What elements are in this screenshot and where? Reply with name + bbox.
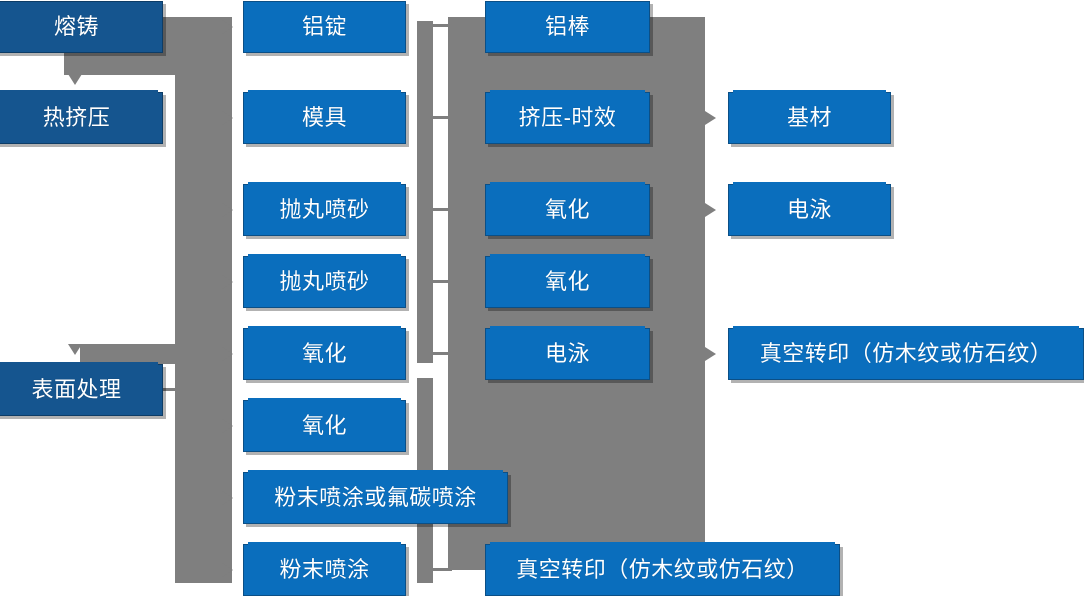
connector-line-surface-treatment — [163, 388, 185, 391]
arrow-right-to-c2-5 — [222, 347, 233, 361]
process-box-shot-blasting-2[interactable]: 抛丸喷砂 — [243, 254, 406, 308]
result-box-base-material[interactable]: 基材 — [728, 90, 891, 144]
arrow-right-to-c2-2 — [222, 111, 233, 125]
stage-label: 表面处理 — [31, 377, 122, 402]
connector-line-mid-5 — [430, 352, 452, 355]
arrow-right-to-c4-2 — [705, 203, 716, 217]
arrow-right-to-c2-8 — [222, 563, 233, 577]
arrow-right-to-c4-1 — [705, 111, 716, 125]
stage-box-hot-extrusion[interactable]: 热挤压 — [0, 90, 163, 144]
arrow-right-to-c2-7 — [222, 491, 233, 505]
arrow-right-to-c2-4 — [222, 275, 233, 289]
arrow-right-to-c2-1 — [222, 20, 233, 34]
arrow-right-to-c4-3 — [705, 347, 716, 361]
arrow-right-to-c2-6 — [222, 419, 233, 433]
process-label: 抛丸喷砂 — [279, 197, 370, 222]
stage-label: 热挤压 — [42, 105, 111, 130]
process-label: 挤压-时效 — [518, 105, 617, 130]
process-label: 氧化 — [544, 269, 590, 294]
process-box-extrusion-aging[interactable]: 挤压-时效 — [485, 90, 650, 144]
process-label: 模具 — [301, 105, 347, 130]
process-label: 真空转印（仿木纹或仿石纹） — [516, 557, 809, 582]
process-label: 铝锭 — [301, 14, 347, 39]
result-label: 真空转印（仿木纹或仿石纹） — [759, 341, 1053, 366]
stage-box-surface-treatment[interactable]: 表面处理 — [0, 362, 163, 416]
process-box-oxidation-c3-1[interactable]: 氧化 — [485, 182, 650, 236]
process-box-oxidation-c2-2[interactable]: 氧化 — [243, 398, 406, 452]
connector-line-mid-4 — [430, 280, 452, 283]
connector-bar-left-stub-mid — [80, 344, 180, 364]
stage-box-melting-casting[interactable]: 熔铸 — [0, 1, 163, 53]
process-box-electrophoresis-c3[interactable]: 电泳 — [485, 326, 650, 380]
process-box-shot-blasting-1[interactable]: 抛丸喷砂 — [243, 182, 406, 236]
process-label: 氧化 — [301, 413, 347, 438]
connector-line-mid-1 — [430, 24, 452, 27]
connector-bar-mid-vertical-upper — [417, 21, 433, 363]
process-label: 抛丸喷砂 — [279, 269, 370, 294]
process-box-vacuum-transfer-c3[interactable]: 真空转印（仿木纹或仿石纹） — [485, 542, 840, 596]
process-label: 电泳 — [544, 341, 590, 366]
process-label: 铝棒 — [544, 14, 590, 39]
process-box-aluminum-bar[interactable]: 铝棒 — [485, 1, 650, 53]
process-label: 粉末喷涂 — [279, 557, 370, 582]
process-box-oxidation-c2-1[interactable]: 氧化 — [243, 326, 406, 380]
stage-label: 熔铸 — [53, 14, 99, 39]
result-label: 电泳 — [786, 197, 832, 222]
process-label: 氧化 — [544, 197, 590, 222]
result-box-vacuum-transfer[interactable]: 真空转印（仿木纹或仿石纹） — [728, 326, 1084, 380]
arrow-right-to-c2-3 — [222, 203, 233, 217]
process-box-powder-coating[interactable]: 粉末喷涂 — [243, 542, 406, 596]
result-label: 基材 — [786, 105, 832, 130]
connector-line-mid-3 — [430, 208, 452, 211]
connector-line-mid-6 — [430, 568, 452, 571]
process-box-powder-or-fluorocarbon-coating[interactable]: 粉末喷涂或氟碳喷涂 — [243, 470, 508, 524]
process-box-mold[interactable]: 模具 — [243, 90, 406, 144]
arrow-down-to-hot-extrusion — [68, 74, 82, 85]
result-box-electrophoresis[interactable]: 电泳 — [728, 182, 891, 236]
process-label: 氧化 — [301, 341, 347, 366]
process-label: 粉末喷涂或氟碳喷涂 — [274, 485, 477, 510]
process-box-aluminum-ingot[interactable]: 铝锭 — [243, 1, 406, 53]
process-box-oxidation-c3-2[interactable]: 氧化 — [485, 254, 650, 308]
connector-line-mid-2 — [430, 116, 452, 119]
arrow-down-to-surface-treatment — [68, 344, 82, 355]
